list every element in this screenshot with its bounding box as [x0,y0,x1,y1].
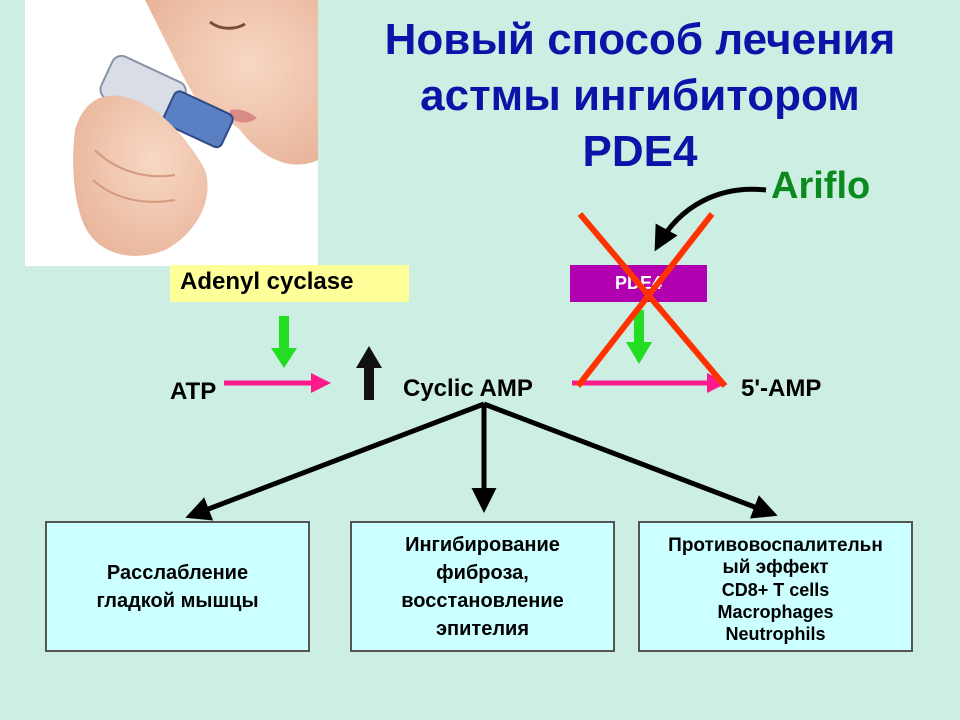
effect-box-3-line-1: Противовоспалительн [668,535,883,556]
page-title: Новый способ лечения астмы ингибитором P… [330,12,950,180]
curved-arrow-icon [654,186,767,252]
effect-box-1-line-1: Расслабление [106,561,249,584]
effect-box-2-line-3: восстановление [401,589,564,612]
effect-box-2-line-2: фиброза, [436,561,529,584]
title-line-1: Новый способ лечения [384,15,896,64]
increase-arrow-icon [356,346,382,400]
title-line-2: астмы ингибитором [420,71,860,120]
title-line-3: PDE4 [582,127,698,176]
branch-arrow-right [483,401,778,519]
effect-box-2-line-1: Ингибирование [405,533,560,556]
effect-box-3-line-3: CD8+ T cells [721,580,830,600]
branch-arrow-left [185,401,485,521]
effect-box-2-line-4: эпителия [435,617,529,640]
stimulate-arrow-icon [271,316,297,368]
effect-box-3-line-5: Neutrophils [725,624,826,644]
effect-box-3-line-4: Macrophages [717,602,834,622]
adenyl-cyclase-box: Adenyl cyclase [170,265,409,302]
pde4-stimulate-arrow-icon [626,310,652,364]
effect-box-3-line-2: ый эффект [722,557,829,578]
five-amp-label: 5'-AMP [741,375,822,402]
effect-box-smooth-muscle: Расслабление гладкой мышцы [45,521,310,652]
effect-box-fibrosis: Ингибирование фиброза, восстановление эп… [350,521,615,652]
effect-box-1-line-2: гладкой мышцы [96,589,259,612]
cyclic-amp-label: Cyclic AMP [403,375,533,402]
atp-label: ATP [170,378,217,405]
effect-box-anti-inflammatory: Противовоспалительн ый эффект CD8+ T cel… [638,521,913,652]
ariflo-label: Ariflo [771,165,871,207]
inhaler-photo [25,0,318,266]
pde4-box: PDE4 [570,265,707,302]
